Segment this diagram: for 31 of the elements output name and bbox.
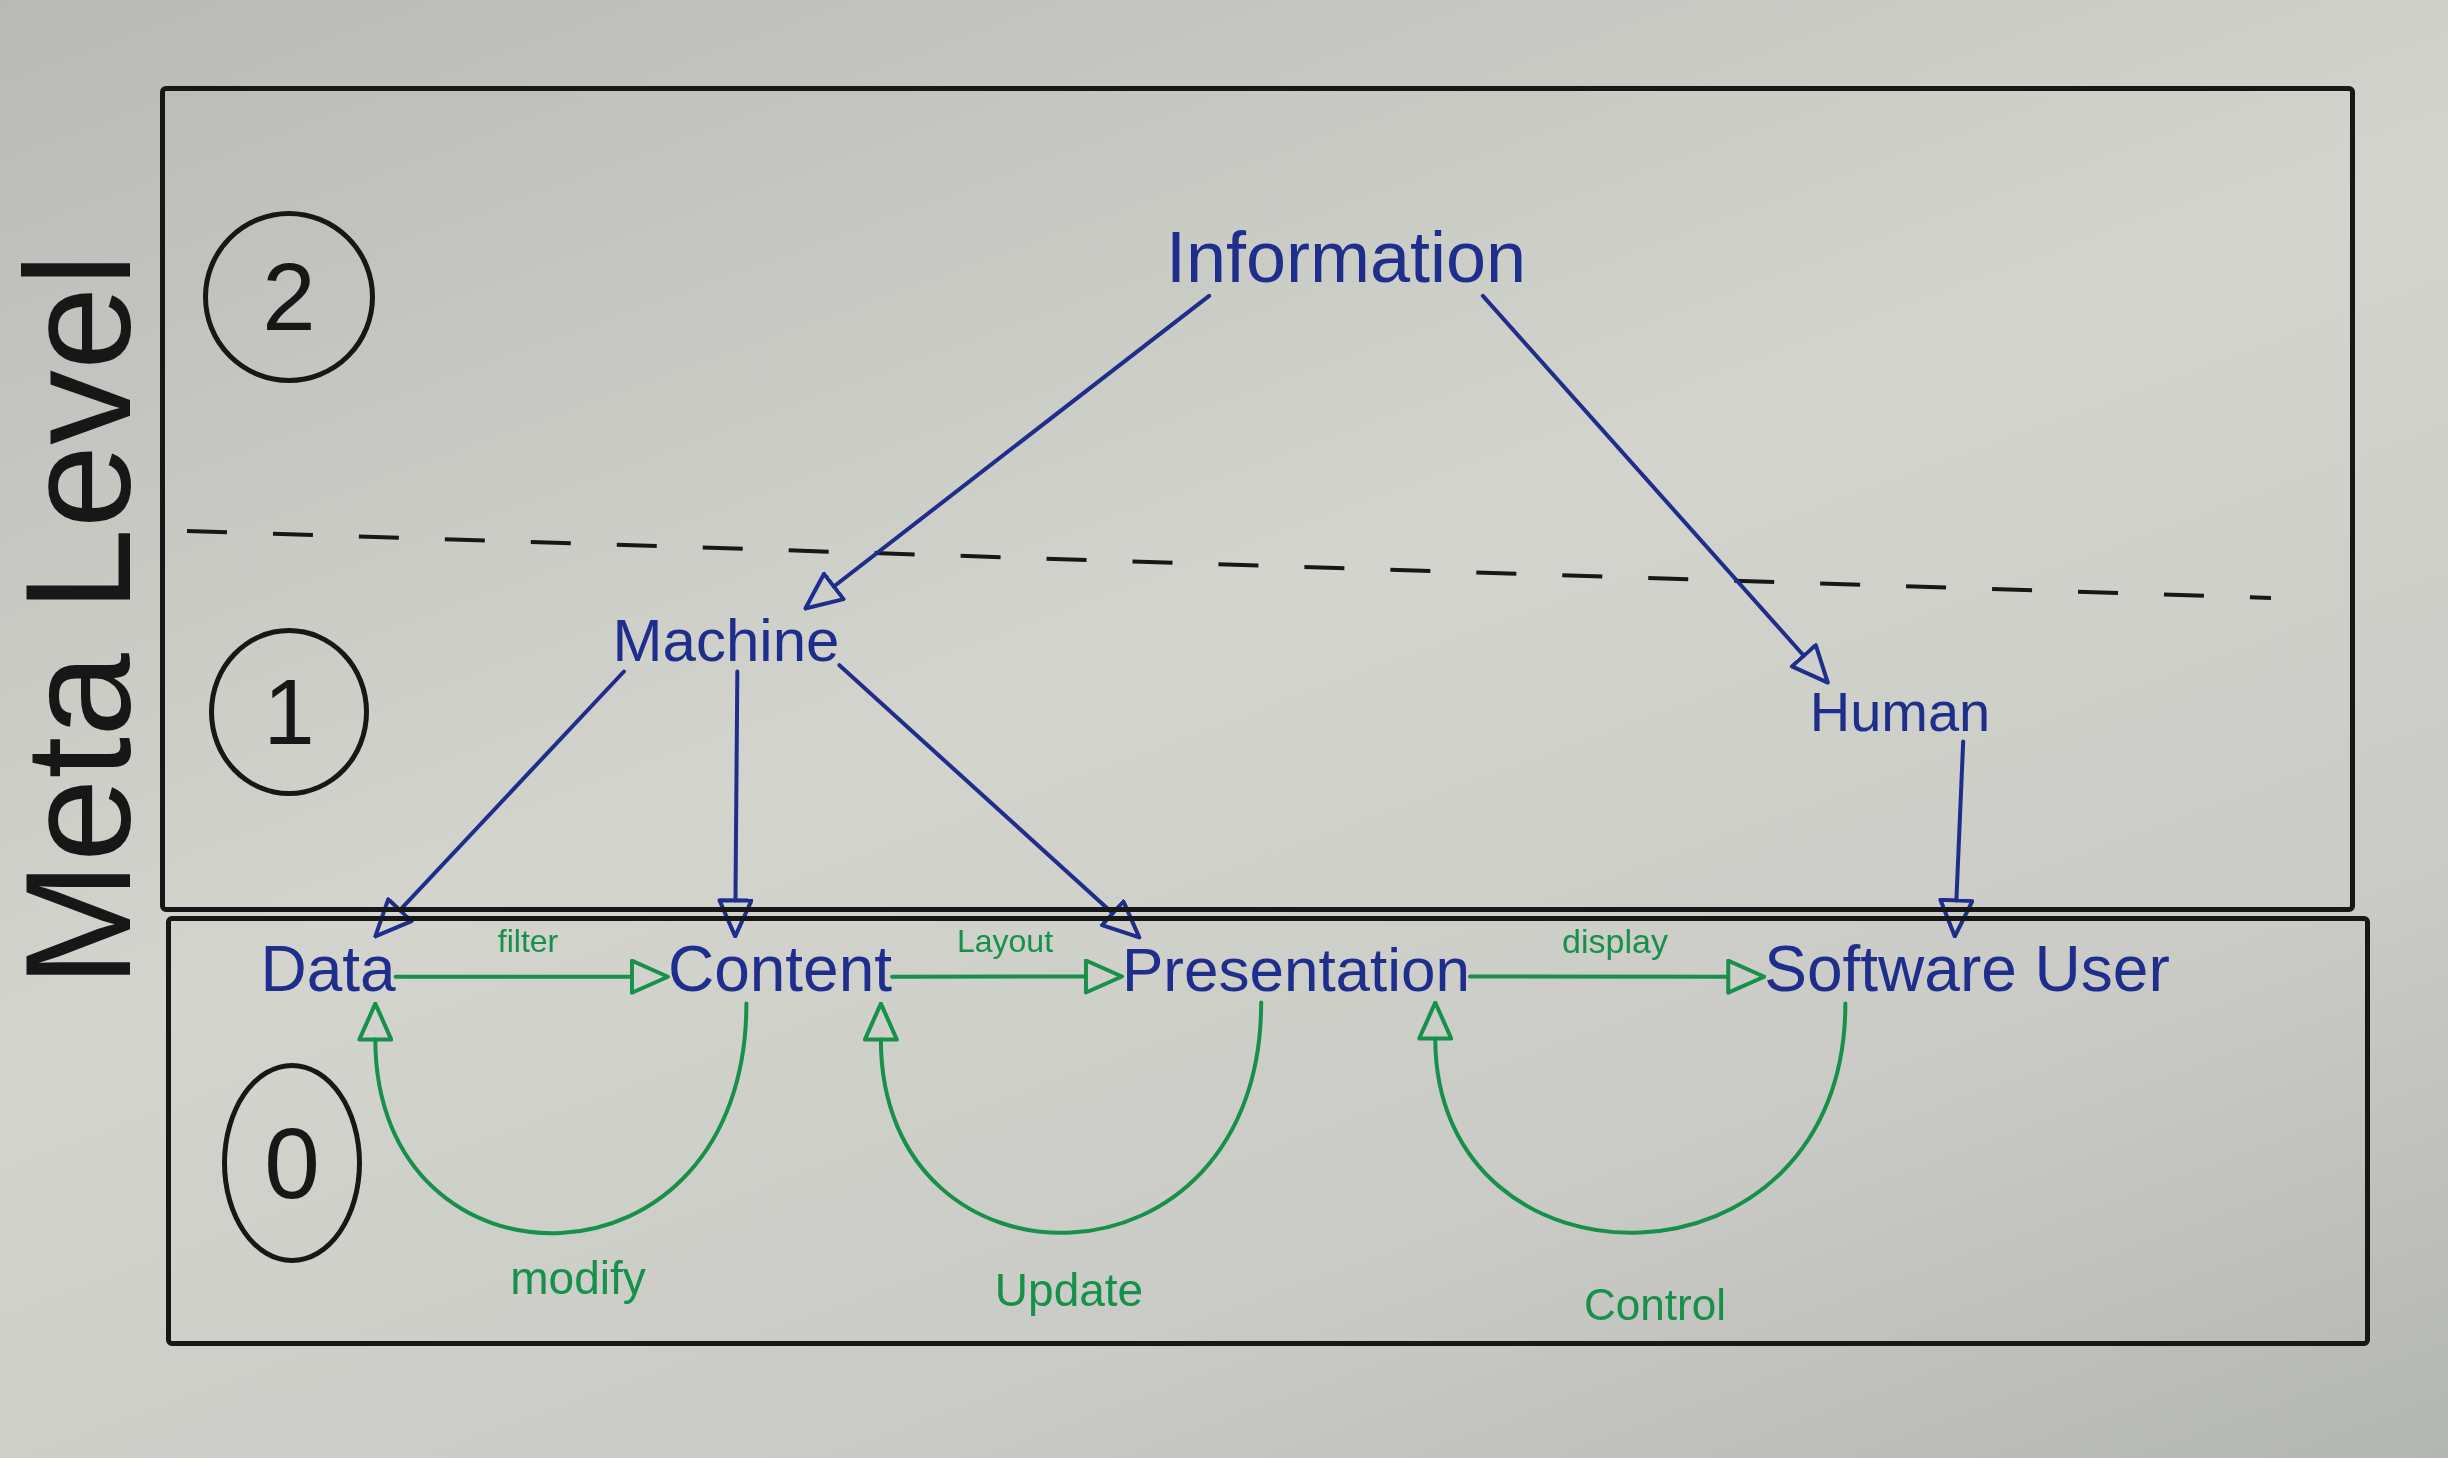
arrow [373, 669, 626, 939]
concept-label: Machine [612, 608, 840, 672]
level-frame [166, 916, 2370, 1346]
concept-label: Data [260, 936, 396, 1004]
edge-label: Update [994, 1265, 1144, 1315]
arrow [837, 663, 1142, 940]
edge-label: display [1562, 924, 1668, 960]
level-frame [160, 86, 2355, 912]
arrow [1480, 293, 1830, 685]
concept-label: Presentation [1121, 937, 1471, 1003]
curved-arrow [863, 1000, 1264, 1235]
concept-label: Content [667, 936, 893, 1004]
edge-label: modify [510, 1253, 646, 1303]
concept-label: Software User [1764, 936, 2170, 1004]
curved-arrow [357, 1001, 749, 1236]
circled-number: 0 [222, 1063, 362, 1263]
arrow [393, 958, 670, 995]
arrow [1938, 739, 1975, 939]
concept-label: Human [1809, 682, 1991, 742]
arrow [1468, 958, 1767, 995]
edge-label: Layout [956, 925, 1054, 959]
arrow [717, 669, 754, 939]
edge-label: filter [497, 925, 559, 959]
circled-number: 2 [203, 211, 375, 383]
edge-label: Control [1584, 1281, 1726, 1329]
arrow [890, 958, 1124, 995]
side-title: Meta Level [3, 253, 153, 987]
curved-arrow [1417, 1000, 1848, 1235]
circled-number: 1 [209, 628, 369, 796]
arrow [803, 293, 1212, 611]
concept-label: Information [1165, 220, 1527, 296]
